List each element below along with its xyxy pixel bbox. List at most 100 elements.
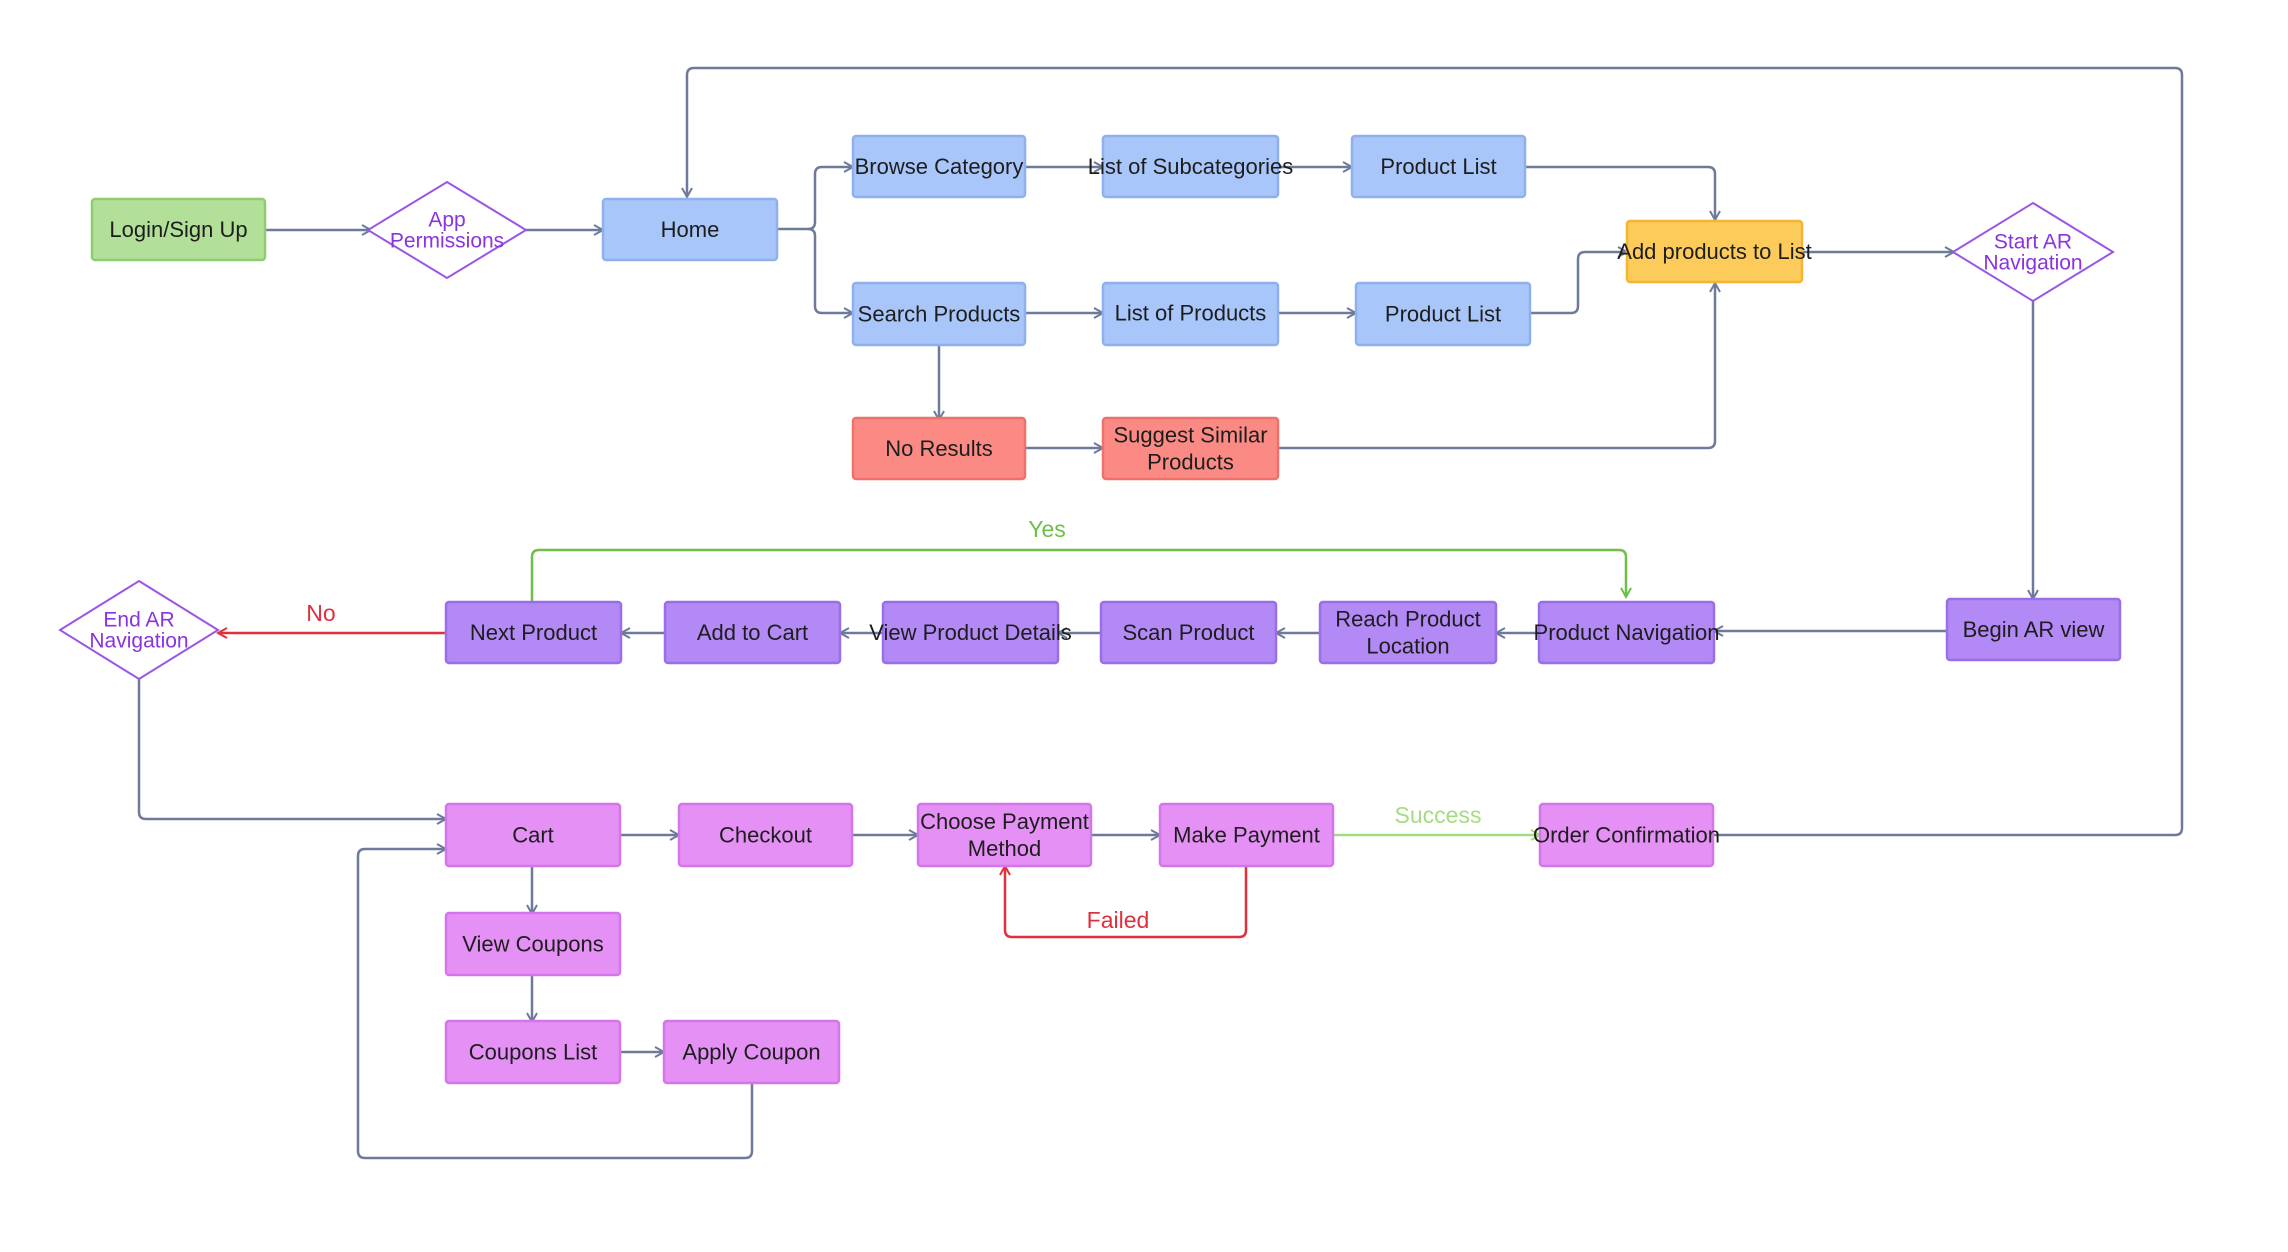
node-apply-coupon[interactable]: Apply Coupon bbox=[662, 1019, 841, 1085]
node-box[interactable] bbox=[444, 911, 622, 977]
node-make-payment[interactable]: Make Payment bbox=[1158, 802, 1335, 868]
node-box[interactable] bbox=[1350, 134, 1527, 199]
node-box[interactable] bbox=[1537, 600, 1716, 665]
node-box[interactable] bbox=[1538, 802, 1715, 868]
node-label: Checkout bbox=[719, 823, 812, 848]
node-begin-ar[interactable]: Begin AR view bbox=[1945, 597, 2122, 662]
node-view-coupons[interactable]: View Coupons bbox=[444, 911, 622, 977]
node-browse-category[interactable]: Browse Category bbox=[851, 134, 1027, 199]
node-label: Suggest Similar bbox=[1113, 423, 1267, 448]
node-box[interactable] bbox=[601, 197, 779, 262]
node-label: Scan Product bbox=[1122, 620, 1254, 645]
diamond-shape[interactable] bbox=[366, 180, 528, 280]
node-label: Reach Product bbox=[1335, 607, 1481, 632]
edge-labels: Yes No Success Failed bbox=[306, 516, 1481, 933]
node-list-subcategories[interactable]: List of Subcategories bbox=[1088, 134, 1293, 199]
node-box[interactable] bbox=[881, 600, 1060, 665]
node-box[interactable] bbox=[444, 802, 622, 868]
diamond-shape[interactable] bbox=[1951, 201, 2115, 303]
node-login[interactable]: Login/Sign Up bbox=[90, 197, 267, 262]
node-box[interactable] bbox=[1354, 281, 1532, 347]
node-box[interactable] bbox=[1101, 281, 1280, 347]
node-box[interactable] bbox=[851, 134, 1027, 199]
node-search-products[interactable]: Search Products bbox=[851, 281, 1027, 347]
edge-next-productnav-yes bbox=[530, 548, 1632, 602]
node-box[interactable] bbox=[851, 416, 1027, 481]
diamond-shape[interactable] bbox=[58, 579, 220, 681]
node-label: View Product Details bbox=[869, 620, 1072, 645]
node-order-confirmation[interactable]: Order Confirmation bbox=[1533, 802, 1720, 868]
node-cart[interactable]: Cart bbox=[444, 802, 622, 868]
diamond-label: Permissions bbox=[390, 230, 504, 253]
node-label: Begin AR view bbox=[1963, 617, 2105, 642]
node-home[interactable]: Home bbox=[601, 197, 779, 262]
node-box[interactable] bbox=[663, 600, 842, 665]
nodes: Login/Sign Up Home Browse Category List … bbox=[90, 134, 2122, 1085]
node-add-cart[interactable]: Add to Cart bbox=[663, 600, 842, 665]
node-checkout[interactable]: Checkout bbox=[677, 802, 854, 868]
node-label: Add to Cart bbox=[697, 620, 808, 645]
node-box[interactable] bbox=[916, 802, 1093, 868]
node-label: Cart bbox=[512, 823, 554, 848]
edge-make-choose-failed bbox=[999, 863, 1248, 939]
node-no-results[interactable]: No Results bbox=[851, 416, 1027, 481]
node-label: Product List bbox=[1380, 154, 1496, 179]
node-label: List of Subcategories bbox=[1088, 154, 1293, 179]
edge-productlist2-addproducts bbox=[1530, 246, 1630, 315]
node-label: Location bbox=[1366, 634, 1449, 659]
node-box[interactable] bbox=[662, 1019, 841, 1085]
node-label: Browse Category bbox=[855, 154, 1024, 179]
node-scan-product[interactable]: Scan Product bbox=[1099, 600, 1278, 665]
node-product-list-2[interactable]: Product List bbox=[1354, 281, 1532, 347]
node-label: Method bbox=[968, 836, 1041, 861]
edge-order-home bbox=[681, 66, 2184, 837]
edge-productlist1-addproducts bbox=[1525, 165, 1721, 223]
node-box[interactable] bbox=[90, 197, 267, 262]
node-label: Apply Coupon bbox=[682, 1040, 820, 1065]
node-list-products[interactable]: List of Products bbox=[1101, 281, 1280, 347]
node-box[interactable] bbox=[1158, 802, 1335, 868]
node-box[interactable] bbox=[1625, 219, 1804, 284]
node-label: Search Products bbox=[858, 302, 1021, 327]
node-box[interactable] bbox=[1101, 416, 1280, 481]
edge-label-success: Success bbox=[1395, 802, 1482, 828]
node-label: List of Products bbox=[1115, 300, 1267, 325]
node-box[interactable] bbox=[444, 600, 623, 665]
edges bbox=[137, 66, 2184, 1160]
node-box[interactable] bbox=[851, 281, 1027, 347]
node-label: Products bbox=[1147, 450, 1234, 475]
node-box[interactable] bbox=[677, 802, 854, 868]
node-add-products[interactable]: Add products to List bbox=[1617, 219, 1812, 284]
node-label: No Results bbox=[885, 436, 993, 461]
node-product-navigation[interactable]: Product Navigation bbox=[1534, 600, 1720, 665]
node-box[interactable] bbox=[1318, 600, 1498, 665]
node-label: Next Product bbox=[470, 620, 597, 645]
node-box[interactable] bbox=[1101, 134, 1280, 199]
node-box[interactable] bbox=[1945, 597, 2122, 662]
edge-suggest-addproducts bbox=[1278, 280, 1721, 450]
node-coupons-list[interactable]: Coupons List bbox=[444, 1019, 622, 1085]
edge-apply-cart bbox=[356, 843, 754, 1160]
diamond-label: Navigation bbox=[1983, 252, 2082, 275]
node-next-product[interactable]: Next Product bbox=[444, 600, 623, 665]
node-box[interactable] bbox=[444, 1019, 622, 1085]
node-label: Home bbox=[661, 217, 720, 242]
edge-home-search bbox=[807, 227, 856, 319]
node-view-details[interactable]: View Product Details bbox=[869, 600, 1072, 665]
edge-home-browse bbox=[777, 161, 856, 231]
node-label: Coupons List bbox=[469, 1040, 597, 1065]
diamond-label: App bbox=[428, 209, 465, 232]
node-product-list-1[interactable]: Product List bbox=[1350, 134, 1527, 199]
node-box[interactable] bbox=[1099, 600, 1278, 665]
node-label: Product Navigation bbox=[1534, 620, 1720, 645]
diamond-label: End AR bbox=[103, 609, 174, 632]
node-label: Add products to List bbox=[1617, 239, 1811, 264]
diamond-label: Start AR bbox=[1994, 231, 2072, 254]
